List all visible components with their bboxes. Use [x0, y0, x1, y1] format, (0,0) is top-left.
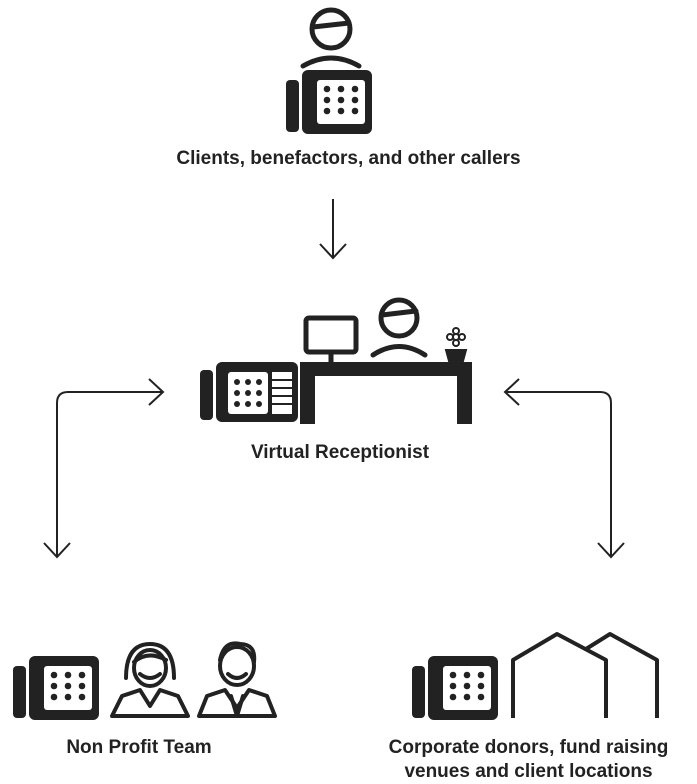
corporate-label-line2: venues and client locations [404, 761, 653, 782]
desk-phone-icon [200, 362, 298, 422]
corporate-label-line1: Corporate donors, fund raising [388, 737, 669, 758]
monitor-icon [303, 315, 359, 362]
right-connector-arrow [503, 378, 625, 559]
callers-label: Clients, benefactors, and other callers [176, 148, 521, 169]
corporate-label: Corporate donors, fund raising venues an… [360, 736, 697, 784]
desk-phone-icon [412, 656, 498, 720]
desk-phone-icon [286, 70, 372, 134]
receptionist-desk-icon [200, 297, 472, 424]
down-arrow-icon [319, 199, 347, 260]
flower-pot-icon [444, 327, 468, 362]
man-icon [197, 641, 277, 718]
desk-phone-icon [13, 656, 99, 720]
caller-person-icon [300, 7, 362, 69]
left-connector-arrow [43, 378, 165, 559]
buildings-icon [511, 632, 659, 718]
receptionist-label: Virtual Receptionist [250, 442, 430, 463]
woman-icon [110, 642, 190, 718]
team-label: Non Profit Team [66, 737, 212, 758]
receptionist-person-icon [370, 297, 428, 358]
